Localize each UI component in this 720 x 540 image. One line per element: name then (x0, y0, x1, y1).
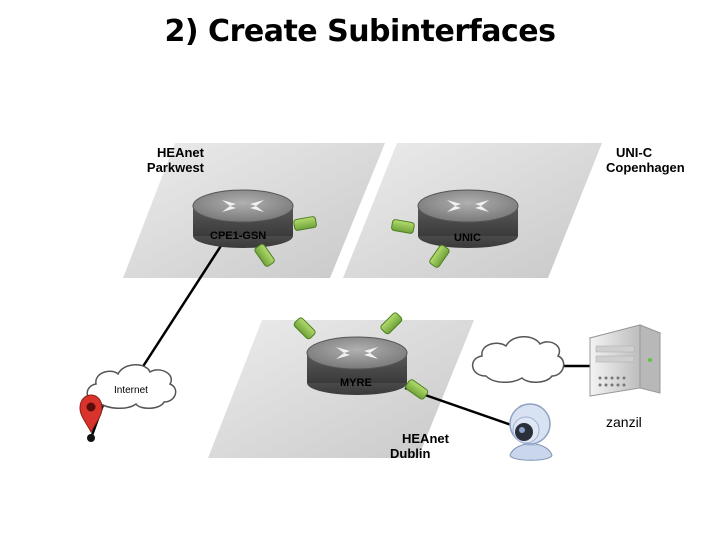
link-cpe1-internet (140, 237, 228, 369)
site-label-parkwest: HEAnet Parkwest (110, 145, 204, 175)
router-cpe1-gsn[interactable] (192, 189, 294, 248)
router-icon (222, 200, 264, 212)
router-myre[interactable] (306, 336, 408, 395)
site-label-line: UNI-C (616, 145, 653, 160)
interface-icon[interactable] (405, 379, 429, 401)
site-label-dublin: HEAnet Dublin (390, 431, 470, 461)
site-label-line: Dublin (390, 446, 431, 461)
router-unic[interactable] (417, 189, 519, 248)
site-label-line: Parkwest (146, 160, 204, 175)
router-label-cpe1-gsn: CPE1-GSN (210, 230, 267, 242)
router-label-unic: UNIC (454, 232, 481, 244)
router-label-myre: MYRE (340, 377, 372, 389)
router-icon (447, 200, 489, 212)
internet-cloud[interactable] (86, 364, 177, 409)
interface-icon[interactable] (293, 216, 317, 231)
server-tower-icon[interactable] (588, 324, 662, 397)
interface-icon[interactable] (391, 219, 415, 234)
interface-icon[interactable] (429, 244, 451, 268)
server-label-zanzil: zanzil (606, 414, 642, 430)
webcam-icon[interactable] (509, 403, 553, 461)
cloud-label-internet: Internet (114, 385, 148, 396)
site-label-line: Copenhagen (606, 160, 685, 175)
network-cloud[interactable] (472, 336, 565, 383)
interface-icon[interactable] (254, 243, 276, 267)
site-label-line: HEAnet (402, 431, 449, 446)
site-label-copenhagen: UNI-C Copenhagen (606, 145, 706, 175)
map-pin-icon[interactable] (79, 394, 103, 442)
interface-icon[interactable] (380, 312, 403, 335)
site-label-line: HEAnet (157, 145, 204, 160)
router-icon (336, 347, 378, 359)
interface-icon[interactable] (293, 317, 316, 340)
slide-title: 2) Create Subinterfaces (164, 14, 556, 49)
